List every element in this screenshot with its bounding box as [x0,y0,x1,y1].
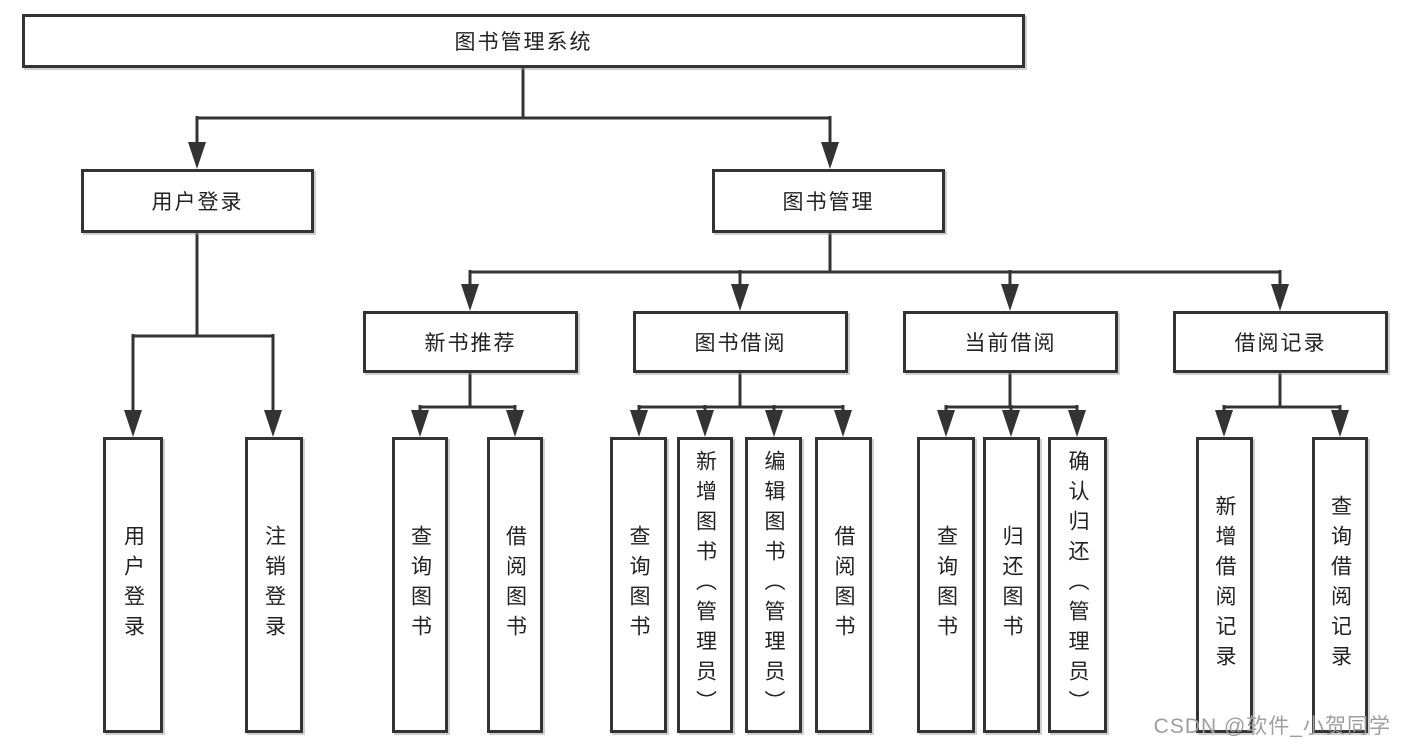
csdn-watermark: CSDN @软件_小贺同学 [1153,715,1391,738]
leaf-add-book-admin: 新增图书（管理员） [677,437,733,733]
leaf-query-books-borrowing: 查询图书 [610,437,667,733]
leaf-confirm-return-admin: 确认归还（管理员） [1048,437,1107,733]
leaf-user-login: 用户登录 [103,437,163,733]
leaf-logout-login: 注销登录 [245,437,303,733]
leaf-borrow-books-recommend: 借阅图书 [487,437,543,733]
leaf-return-book: 归还图书 [983,437,1040,733]
node-borrow-records: 借阅记录 [1173,311,1388,373]
leaf-query-books-current: 查询图书 [917,437,975,733]
node-library-system: 图书管理系统 [22,14,1025,68]
leaf-add-borrow-record: 新增借阅记录 [1196,437,1253,733]
leaf-query-borrow-record: 查询借阅记录 [1312,437,1368,733]
leaf-query-books-recommend: 查询图书 [392,437,448,733]
leaf-edit-book-admin: 编辑图书（管理员） [745,437,802,733]
node-new-book-recommend: 新书推荐 [363,311,578,373]
node-book-management: 图书管理 [712,169,945,233]
node-current-borrowing: 当前借阅 [903,311,1118,373]
leaf-borrow-books-borrowing: 借阅图书 [815,437,872,733]
node-user-login: 用户登录 [81,169,314,233]
arrowheads [124,142,1349,437]
node-book-borrowing: 图书借阅 [633,311,848,373]
